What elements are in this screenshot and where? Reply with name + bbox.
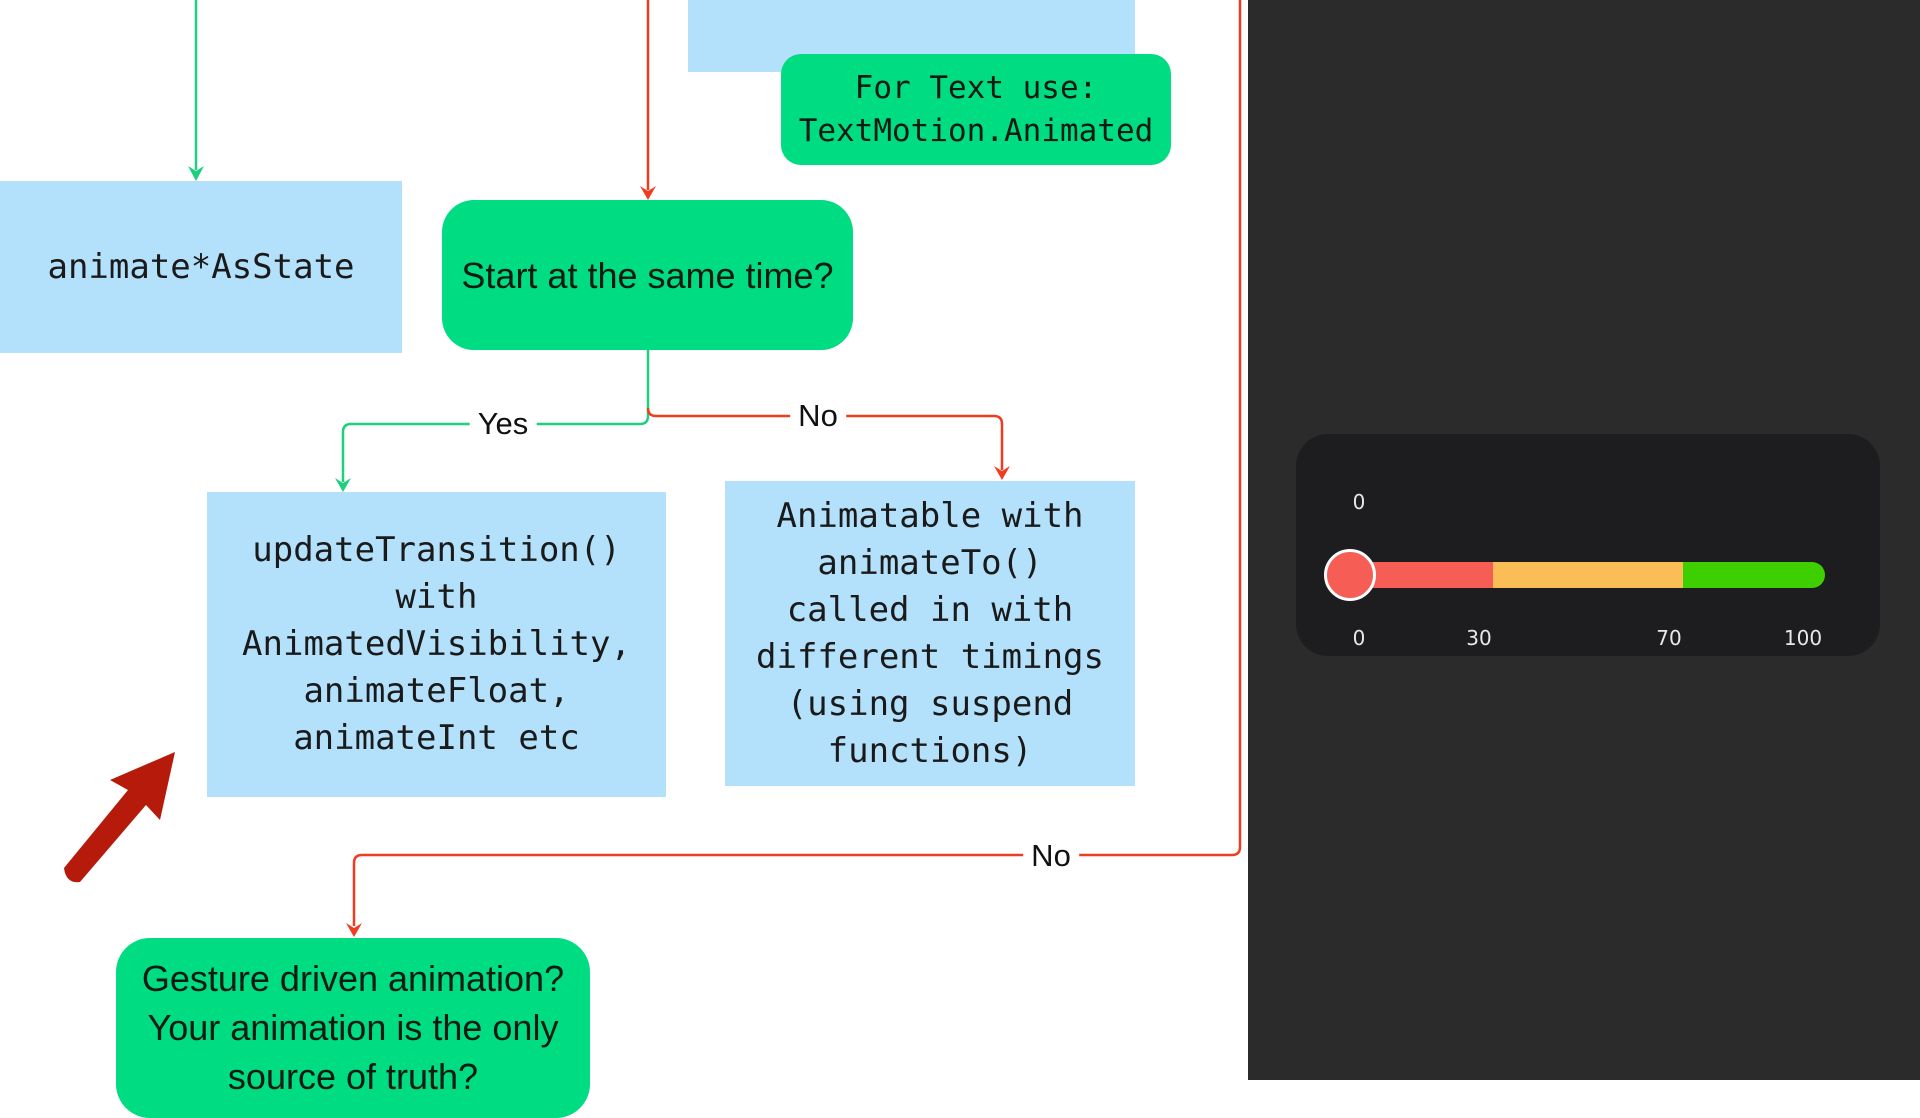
slider-tick-label: 70: [1656, 626, 1682, 650]
update-transition-box: updateTransition() with AnimatedVisibili…: [207, 492, 666, 797]
no-label-branch: No: [790, 398, 846, 434]
yes-label: Yes: [469, 406, 537, 442]
slider-segment: [1682, 562, 1825, 588]
animatable-box: Animatable with animateTo() called in wi…: [725, 481, 1135, 786]
gesture-box-text: Gesture driven animation? Your animation…: [141, 958, 565, 1097]
slider-card: [1296, 434, 1880, 656]
animate-as-state-box: animate*AsState: [0, 181, 402, 353]
annotation-arrow: [64, 752, 175, 883]
slider-segment: [1492, 562, 1683, 588]
slider-tick-label: 0: [1352, 626, 1366, 650]
no-arrowhead: [994, 466, 1010, 480]
no-branch-line: [646, 407, 1004, 470]
red-line-to-gesture-box: [352, 0, 1242, 926]
red-arrowhead-gesture: [346, 923, 362, 937]
yes-arrowhead: [335, 478, 351, 492]
red-arrowhead: [640, 186, 656, 200]
slider-tick-label: 100: [1783, 626, 1823, 650]
slider-thumb[interactable]: [1324, 549, 1376, 601]
start-same-time-box: Start at the same time?: [442, 200, 853, 350]
slider-tick-label: 30: [1466, 626, 1492, 650]
text-motion-box: For Text use: TextMotion.Animated: [781, 54, 1171, 165]
green-arrowhead: [188, 166, 204, 181]
slider-current-value: 0: [1352, 490, 1366, 514]
top-box-text: animate Rotate: [768, 0, 1055, 11]
no-label-gesture: No: [1023, 838, 1079, 874]
gesture-box: Gesture driven animation? Your animation…: [116, 938, 590, 1118]
